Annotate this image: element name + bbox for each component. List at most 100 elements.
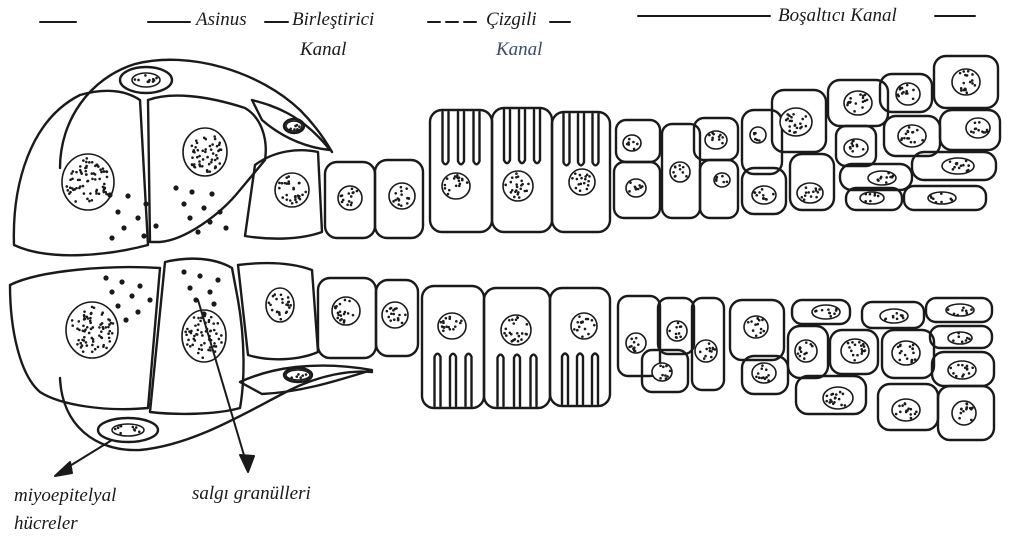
nucleus — [705, 131, 727, 149]
nucleus — [569, 169, 595, 195]
striated-cell — [422, 286, 484, 408]
label-intercalated-line2: Kanal — [300, 40, 346, 59]
label-intercalated-line1: Birleştirici — [292, 10, 374, 29]
granule — [109, 289, 114, 294]
striated-cell — [430, 110, 492, 232]
label-striated-line2: Kanal — [496, 40, 542, 59]
granule — [107, 192, 112, 197]
granule — [207, 289, 212, 294]
acinus — [10, 60, 372, 450]
nucleus — [442, 173, 470, 199]
granule — [135, 309, 140, 314]
granule — [115, 303, 120, 308]
granule — [217, 209, 222, 214]
granule — [109, 235, 114, 240]
nucleus — [896, 83, 920, 105]
nucleus — [892, 399, 920, 421]
nucleus — [948, 361, 976, 379]
label-excretory: Boşaltıcı Kanal — [778, 6, 897, 25]
granule — [215, 277, 220, 282]
nucleus — [501, 315, 531, 345]
nucleus — [695, 340, 717, 362]
granule — [125, 193, 130, 198]
granule — [181, 201, 186, 206]
nucleus — [928, 192, 956, 204]
nucleus — [752, 186, 776, 204]
nucleus — [626, 333, 646, 353]
granule — [147, 297, 152, 302]
granule — [141, 233, 146, 238]
granule — [129, 293, 134, 298]
nucleus — [503, 171, 533, 201]
granule — [223, 225, 228, 230]
granule — [197, 273, 202, 278]
nucleus — [823, 387, 853, 409]
nucleus — [942, 158, 974, 174]
granule — [143, 201, 148, 206]
nucleus — [183, 128, 227, 176]
nucleus — [286, 370, 310, 380]
nucleus — [946, 304, 974, 316]
nucleus — [652, 363, 672, 381]
granule — [207, 219, 212, 224]
striated-cell — [484, 288, 550, 408]
nucleus — [844, 139, 868, 157]
granule — [195, 229, 200, 234]
nucleus — [389, 183, 415, 209]
label-striated-line1: Çizgili — [486, 10, 537, 29]
granule — [103, 275, 108, 280]
striated-duct — [422, 108, 610, 408]
nucleus — [812, 305, 840, 319]
striated-cell — [492, 108, 552, 232]
nucleus — [62, 154, 114, 210]
label-secretory-granules: salgı granülleri — [192, 484, 311, 503]
nucleus — [266, 288, 294, 322]
granule — [201, 205, 206, 210]
nucleus — [623, 135, 641, 151]
nucleus — [898, 125, 926, 147]
nucleus — [66, 302, 118, 358]
granule — [187, 285, 192, 290]
granule — [121, 225, 126, 230]
nucleus — [275, 173, 309, 207]
nucleus — [780, 108, 812, 136]
nucleus — [714, 173, 730, 187]
secretory-granules — [103, 185, 228, 322]
nucleus — [286, 121, 302, 131]
nucleus — [667, 321, 687, 341]
granule — [135, 215, 140, 220]
nucleus — [438, 313, 466, 339]
nucleus — [332, 297, 360, 325]
granule — [115, 209, 120, 214]
granule — [153, 223, 158, 228]
nucleus — [841, 339, 869, 363]
nucleus — [952, 401, 976, 425]
granule — [187, 215, 192, 220]
granule — [189, 189, 194, 194]
granule — [119, 279, 124, 284]
nucleus — [880, 309, 908, 323]
nucleus — [966, 118, 990, 138]
granule — [211, 301, 216, 306]
nucleus — [132, 73, 160, 87]
nucleus — [752, 363, 776, 383]
granule — [181, 269, 186, 274]
nucleus — [844, 91, 872, 115]
granule — [173, 185, 178, 190]
nucleus — [626, 179, 646, 197]
nucleus — [952, 69, 980, 95]
nucleus — [860, 192, 884, 204]
nucleus — [795, 340, 817, 362]
label-myoepithelial-line1: miyoepitelyal — [14, 486, 116, 505]
nucleus — [868, 171, 896, 185]
striated-cell — [550, 288, 610, 406]
label-myoepithelial-line2: hücreler — [14, 514, 78, 533]
nucleus — [670, 162, 690, 182]
nucleus — [382, 302, 408, 328]
nucleus — [750, 127, 766, 143]
granule — [137, 283, 142, 288]
label-acinus: Asinus — [196, 10, 247, 29]
nucleus — [892, 341, 920, 365]
